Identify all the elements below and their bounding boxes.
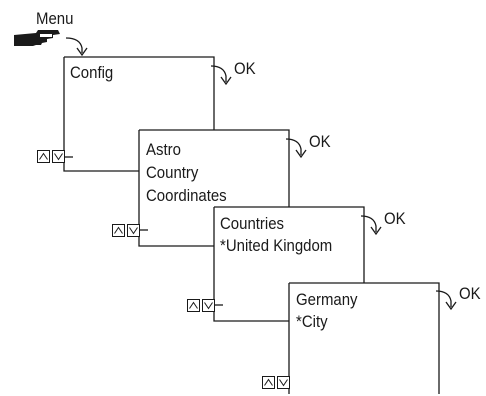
screen-3-line-1: Countries (220, 214, 285, 233)
down-arrow-icon (204, 302, 213, 310)
up-arrow-icon (114, 226, 123, 234)
screen-1-line-1: Config (70, 63, 114, 82)
down-arrow-icon (129, 227, 138, 235)
pointing-hand-icon (14, 30, 60, 46)
up-button-4[interactable] (262, 376, 275, 389)
down-button-3[interactable] (202, 299, 215, 312)
screen-2-line-1: Astro (146, 140, 181, 159)
ok-arrow-icon-2 (285, 138, 307, 159)
ok-arrow-icon-3 (360, 215, 382, 236)
ok-arrow-icon-4 (435, 290, 457, 311)
screen-config-frame (63, 56, 215, 172)
ok-arrow-icon-1 (210, 65, 232, 86)
down-arrow-icon (54, 153, 63, 161)
ok-label-2: OK (309, 132, 331, 151)
ok-label-1: OK (234, 59, 256, 78)
ok-label-3: OK (384, 209, 406, 228)
down-button-1[interactable] (52, 150, 65, 163)
screen-astro-frame (138, 129, 290, 247)
down-arrow-icon (279, 379, 288, 387)
up-button-1[interactable] (37, 150, 50, 163)
up-arrow-icon (264, 378, 273, 386)
down-button-4[interactable] (277, 376, 290, 389)
up-button-2[interactable] (112, 224, 125, 237)
ok-label-4: OK (459, 284, 481, 303)
screen-3-line-2: *United Kingdom (220, 236, 333, 255)
screen-2-line-3: Coordinates (146, 186, 227, 205)
up-arrow-icon (189, 301, 198, 309)
down-button-2[interactable] (127, 224, 140, 237)
up-arrow-icon (39, 152, 48, 160)
screen-4-line-1: Germany (296, 290, 358, 309)
up-button-3[interactable] (187, 299, 200, 312)
menu-entry-arrow-icon (65, 37, 88, 57)
screen-germany-frame (288, 282, 440, 394)
menu-label: Menu (36, 9, 74, 28)
screen-2-line-2: Country (146, 163, 199, 182)
screen-4-line-2: *City (296, 312, 328, 331)
screen-countries-frame (213, 206, 365, 322)
